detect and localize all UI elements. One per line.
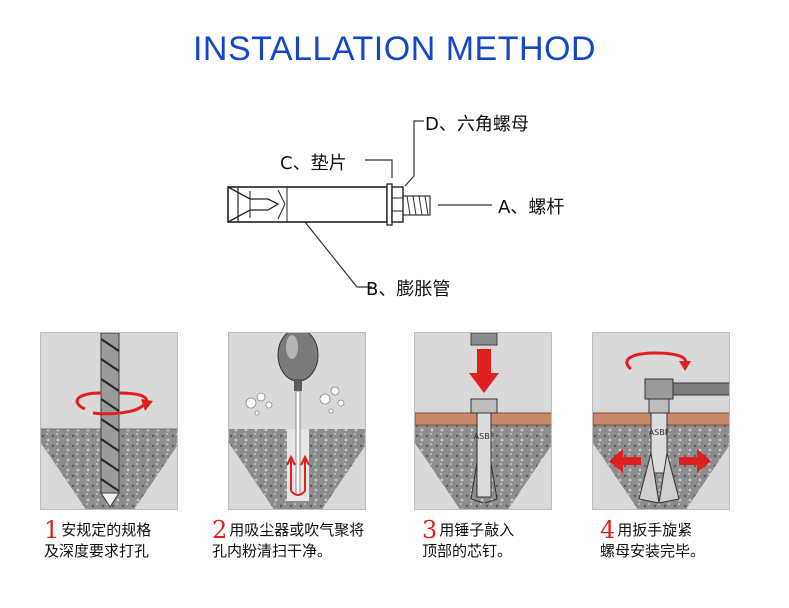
- dust-icon: [245, 386, 345, 416]
- down-arrow-icon: [469, 349, 499, 393]
- anchor-bolt: ASBF: [638, 398, 680, 504]
- drill-bit-icon: [100, 333, 120, 508]
- leader-line-c: [365, 159, 393, 178]
- wrench-icon: [644, 378, 729, 400]
- blower-bulb-icon: [277, 333, 319, 496]
- step-4-line2: 螺母安装完毕。: [600, 542, 706, 560]
- anchor-bolt-diagram: [227, 120, 492, 288]
- expansion-arrow-icon: [609, 449, 711, 473]
- stamp-text: ASBF: [649, 428, 670, 437]
- page-title: INSTALLATION METHOD: [192, 30, 597, 68]
- rotation-arrow-icon: [625, 351, 691, 371]
- step-4-line1: 用扳手旋紧: [617, 521, 693, 539]
- step-3-line2: 顶部的芯钉。: [422, 542, 513, 560]
- step-3-line1: 用锤子敲入: [439, 521, 515, 539]
- step-4-panel: ASBF: [592, 332, 730, 510]
- step-2-line2: 孔内粉清扫干净。: [212, 542, 333, 560]
- step-3-number: 3: [422, 516, 438, 544]
- part-c-label: C、垫片: [280, 153, 347, 174]
- anchor-bolt: ASBF: [470, 398, 498, 504]
- hammer-icon: [470, 333, 498, 346]
- step-2-line1: 用吸尘器或吹气聚将: [229, 521, 365, 539]
- leader-line-d: [404, 120, 424, 187]
- part-d-label: D、六角螺母: [425, 114, 529, 135]
- leader-line-b: [304, 221, 372, 288]
- hex-nut: [391, 186, 404, 223]
- washer: [386, 183, 393, 226]
- part-a-label: A、螺杆: [498, 197, 565, 218]
- step-2-number: 2: [212, 516, 228, 544]
- step-1-line2: 及深度要求打孔: [44, 542, 150, 560]
- step-1-line1: 安规定的规格: [61, 521, 152, 539]
- airflow-arrow-icon: [286, 454, 310, 496]
- threaded-rod: [401, 195, 431, 216]
- rotation-arrow-icon: [75, 391, 153, 416]
- step-1-number: 1: [44, 516, 60, 544]
- stamp-text: ASBF: [474, 432, 495, 441]
- step-4-number: 4: [600, 516, 616, 544]
- step-3-panel: ASBF: [414, 332, 552, 510]
- step-2-panel: [228, 332, 366, 510]
- expansion-sleeve: [227, 186, 388, 223]
- step-1-panel: [40, 332, 178, 510]
- part-b-label: B、膨胀管: [366, 279, 451, 300]
